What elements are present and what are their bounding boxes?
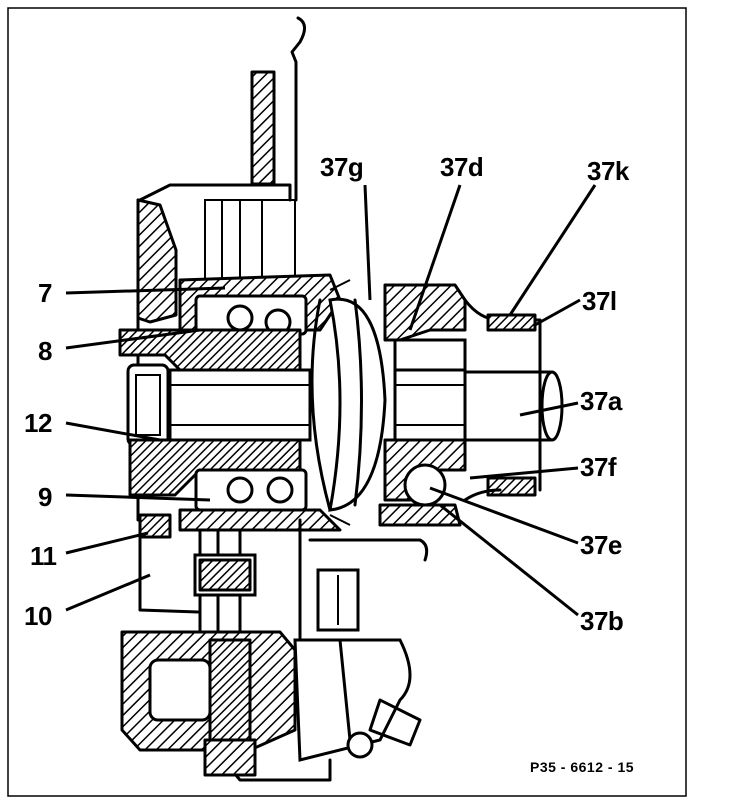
label-8: 8: [38, 336, 52, 366]
label-7: 7: [38, 278, 52, 308]
label-37b: 37b: [580, 606, 623, 636]
label-37g: 37g: [320, 152, 363, 182]
label-37f: 37f: [580, 452, 617, 482]
label-10: 10: [24, 601, 52, 631]
hub-drawing: [118, 16, 564, 782]
label-11: 11: [30, 541, 57, 571]
leader-lines: [65, 184, 597, 617]
label-37l: 37l: [582, 286, 617, 316]
diagram-frame: [7, 7, 687, 797]
label-37k: 37k: [587, 156, 630, 186]
part-labels: 7 8 12 9 11 10 37g 37d 37k 37l 37a 37f 3…: [24, 152, 630, 636]
label-37d: 37d: [440, 152, 483, 182]
label-12: 12: [24, 408, 52, 438]
label-9: 9: [38, 482, 52, 512]
reference-code: P35 - 6612 - 15: [530, 759, 634, 775]
label-37a: 37a: [580, 386, 623, 416]
label-37e: 37e: [580, 530, 622, 560]
